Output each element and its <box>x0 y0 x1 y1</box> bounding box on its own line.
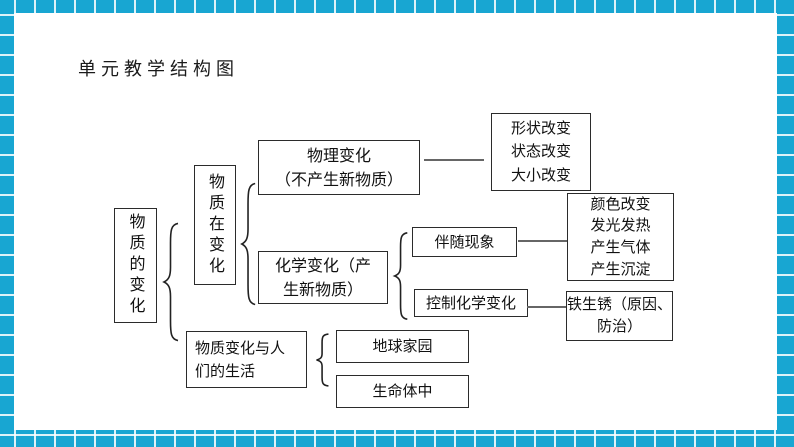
connector-control-to-rust <box>527 306 566 308</box>
brace-root-children <box>161 221 181 343</box>
connector-phenomena-to-examples <box>518 240 567 242</box>
node-physical-change-examples: 形状改变 状态改变 大小改变 <box>491 113 591 191</box>
node-changes-of-matter: 物质的变化 <box>114 208 157 323</box>
node-earth-home: 地球家园 <box>336 330 469 363</box>
brace-life-children <box>314 333 331 387</box>
slide-content-area: 单元教学结构图 物质的变化 物质在变化 物理变化 （不产生新物质） 形状改变 状… <box>14 13 777 430</box>
node-matter-is-changing: 物质在变化 <box>194 165 236 285</box>
node-accompanying-phenomena: 伴随现象 <box>412 227 517 257</box>
node-physical-change: 物理变化 （不产生新物质） <box>258 140 420 195</box>
node-iron-rusting: 铁生锈（原因、 防治） <box>566 291 673 341</box>
connector-physical-to-examples <box>424 159 484 161</box>
node-chemical-change: 化学变化（产 生新物质） <box>258 251 388 304</box>
slide-title: 单元教学结构图 <box>78 59 239 80</box>
node-changes-and-human-life: 物质变化与人 们的生活 <box>186 331 307 388</box>
node-in-living-organisms: 生命体中 <box>336 375 469 408</box>
brace-chemical-children <box>392 231 410 321</box>
node-control-chemical-change: 控制化学变化 <box>414 289 528 317</box>
node-phenomena-examples: 颜色改变 发光发热 产生气体 产生沉淀 <box>567 193 674 281</box>
brace-changing-children <box>239 181 258 307</box>
